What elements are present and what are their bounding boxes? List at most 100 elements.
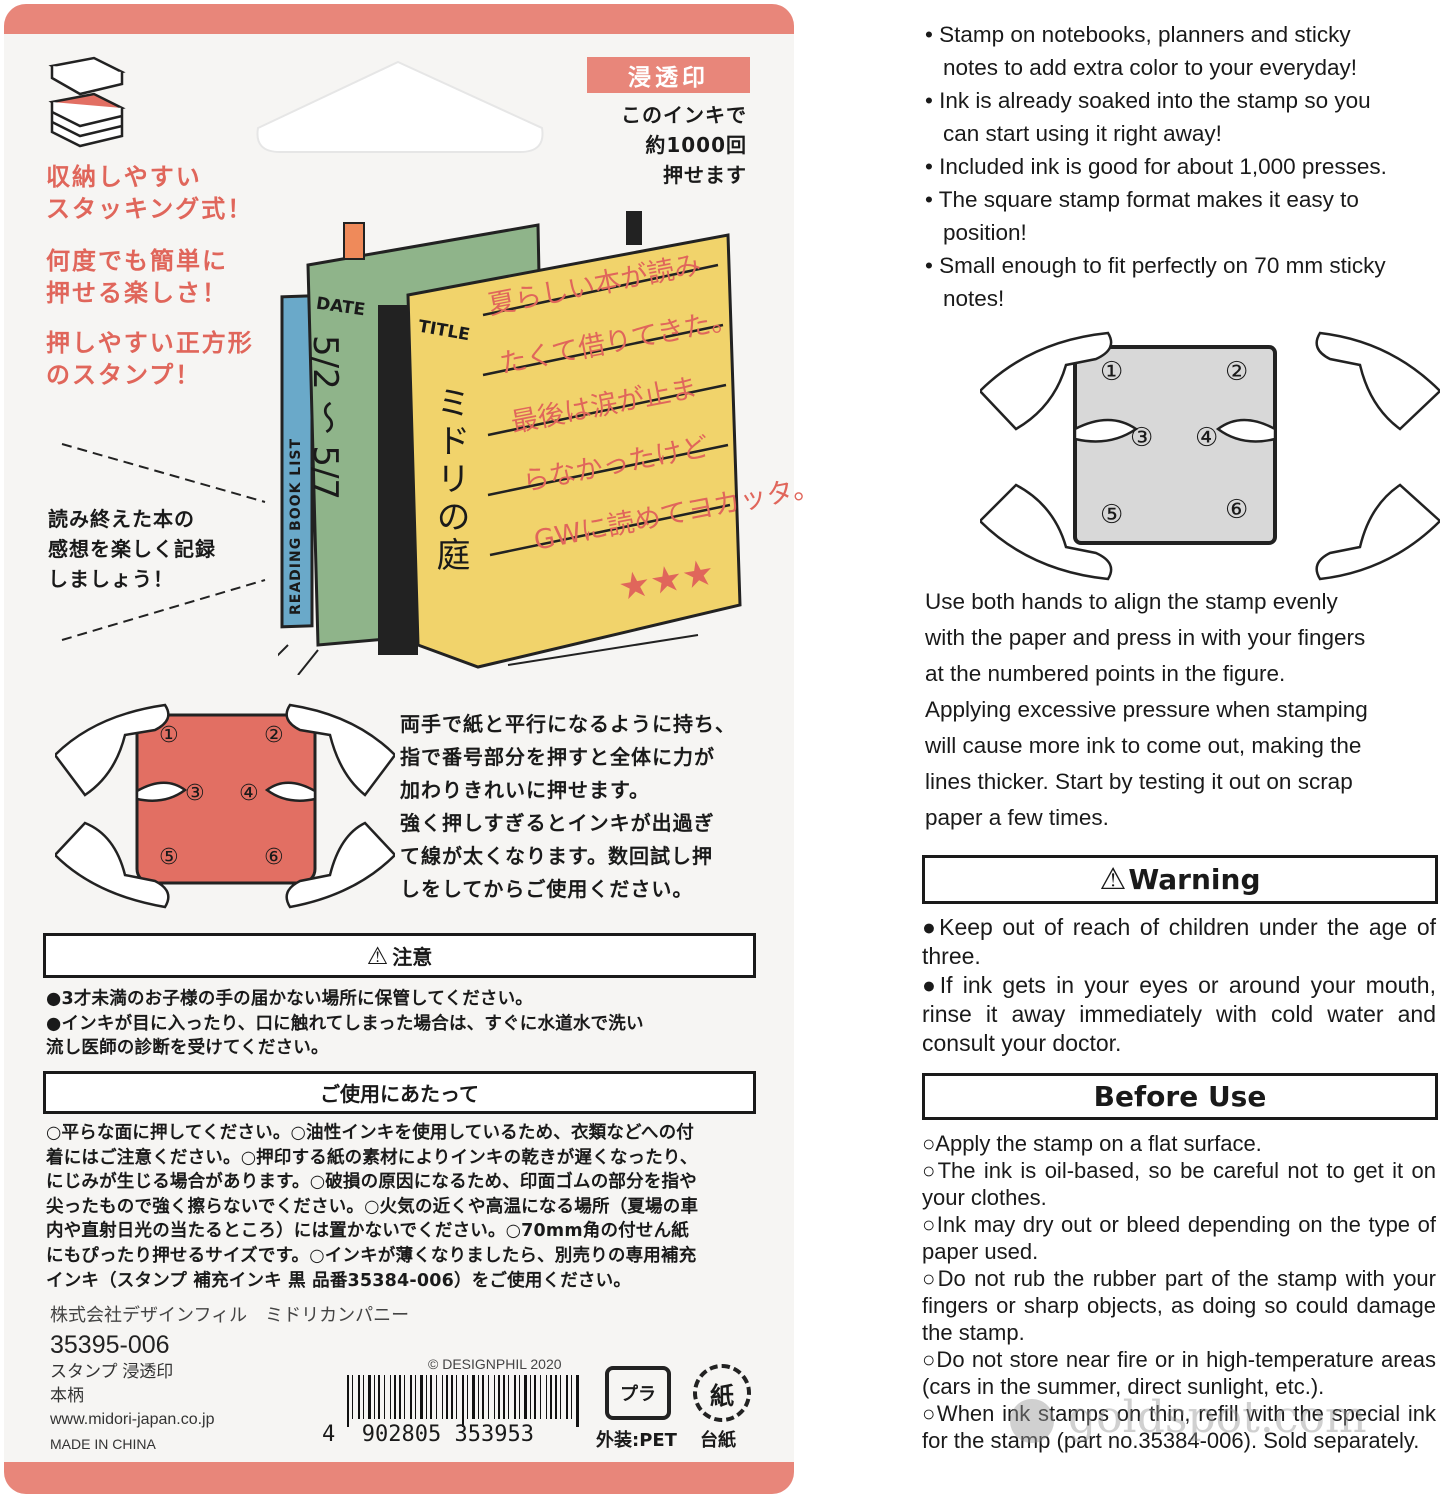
- barcode-bar: [503, 1375, 505, 1419]
- barcode-bar: [404, 1375, 405, 1419]
- record-note-line: 読み終えた本の: [48, 507, 195, 531]
- instruction-line: with the paper and press in with your fi…: [925, 625, 1366, 650]
- hands-gray-stamp-illustration: ① ② ③ ④ ⑤ ⑥: [980, 325, 1440, 583]
- barcode-bar: [446, 1375, 448, 1419]
- barcode-bar: [498, 1375, 500, 1419]
- warning-item: ●If ink gets in your eyes or around your…: [922, 972, 1436, 1056]
- watermark: goldspot.com: [1010, 1392, 1367, 1443]
- before-use-item: ○Ink may dry out or bleed depending on t…: [922, 1212, 1436, 1264]
- watermark-logo-icon: [1010, 1398, 1054, 1443]
- barcode-bar: [378, 1375, 380, 1419]
- caution-line: 流し医師の診断を受けてください。: [46, 1038, 329, 1059]
- dashed-lines: [61, 443, 266, 641]
- barcode-digit-first: 4: [322, 1422, 336, 1447]
- barcode-digits-right: 353953: [454, 1422, 534, 1447]
- record-note: 読み終えた本の 感想を楽しく記録 しましょう！: [48, 504, 216, 594]
- usage-step-line: 指で番号部分を押すと全体に力が: [400, 745, 715, 769]
- caution-text: ●3才未満のお子様の手の届かない場所に保管してください。 ●インキが目に入ったり…: [46, 987, 644, 1061]
- barcode-bar: [462, 1375, 464, 1427]
- ink-note: このインキで 約1000回 押せます: [621, 100, 747, 190]
- feature-bullets: • Stamp on notebooks, planners and stick…: [925, 18, 1387, 315]
- product-info: スタンプ 浸透印 本柄 www.midori-japan.co.jp MADE …: [50, 1360, 215, 1456]
- usage-step-line: 強く押しすぎるとインキが出過ぎ: [400, 811, 715, 835]
- barcode-bar: [410, 1375, 412, 1419]
- warning-text: ●Keep out of reach of children under the…: [922, 913, 1436, 1058]
- usage-line: 着にはご注意ください。○押印する紙の素材によりインキの乾きが遅くなったり、: [46, 1147, 698, 1168]
- hands-red-stamp-illustration: ① ② ③ ④ ⑤ ⑥: [55, 695, 395, 920]
- product-name: スタンプ 浸透印: [50, 1362, 174, 1381]
- feature-line: 何度でも簡単に: [46, 247, 228, 275]
- bullet-line: • Ink is already soaked into the stamp s…: [925, 88, 1371, 113]
- usage-line: ○平らな面に押してください。○油性インキを使用しているため、衣類などへの付: [46, 1123, 694, 1143]
- company-name: 株式会社デザインフィル ミドリカンパニー: [50, 1305, 410, 1325]
- caution-line: ●3才未満のお子様の手の届かない場所に保管してください。: [46, 989, 533, 1009]
- before-use-header: Before Use: [922, 1073, 1438, 1120]
- barcode-bar: [566, 1375, 568, 1419]
- barcode-bar: [555, 1375, 557, 1419]
- barcode-bar: [467, 1375, 468, 1419]
- barcode-bar: [394, 1375, 396, 1419]
- barcode-bar: [560, 1375, 561, 1419]
- barcode-bar: [530, 1375, 531, 1419]
- bullet-line: can start using it right away!: [943, 121, 1222, 146]
- instruction-line: paper a few times.: [925, 805, 1109, 830]
- product-pattern: 本柄: [50, 1386, 84, 1405]
- bullet-line: • The square stamp format makes it easy …: [925, 187, 1359, 212]
- barcode-bar: [451, 1375, 453, 1419]
- before-use-item: ○The ink is oil-based, so be careful not…: [922, 1158, 1436, 1210]
- paper-label: 台紙: [700, 1430, 736, 1451]
- barcode-bar: [478, 1375, 479, 1419]
- bullet-line: • Stamp on notebooks, planners and stick…: [925, 22, 1351, 47]
- warning-title: Warning: [1128, 863, 1261, 896]
- bullet-line: • Included ink is good for about 1,000 p…: [925, 154, 1387, 179]
- hang-hole: [256, 60, 544, 153]
- barcode-bar: [524, 1375, 527, 1419]
- barcode-bar: [436, 1375, 437, 1419]
- bullet-line: position!: [943, 220, 1027, 245]
- usage-steps-jp: 両手で紙と平行になるように持ち、 指で番号部分を押すと全体に力が 加わりきれいに…: [400, 708, 736, 906]
- warning-icon: ⚠: [1099, 862, 1127, 897]
- barcode-bar: [420, 1375, 423, 1419]
- top-band: [4, 4, 794, 34]
- press-point-2: ②: [264, 723, 284, 748]
- barcode-bar: [358, 1375, 360, 1419]
- before-use-item: ○Do not rub the rubber part of the stamp…: [922, 1266, 1436, 1345]
- ink-note-line: このインキで: [621, 103, 747, 127]
- feature-line: 押せる楽しさ！: [46, 279, 228, 307]
- caution-title: 注意: [392, 945, 433, 969]
- barcode-bar: [576, 1375, 579, 1427]
- warning-header: ⚠Warning: [922, 855, 1438, 904]
- bottom-band: [4, 1462, 794, 1494]
- before-use-item: ○When ink stamps on thin, refill with th…: [922, 1401, 1436, 1453]
- instruction-line: will cause more ink to come out, making …: [925, 733, 1362, 758]
- press-point-5: ⑤: [159, 845, 179, 870]
- usage-line: インキ（スタンプ 補充インキ 黒 品番35384-006）をご使用ください。: [46, 1270, 632, 1291]
- press-point-1: ①: [159, 723, 179, 748]
- barcode-bar: [347, 1375, 349, 1427]
- barcode-bar: [550, 1375, 552, 1419]
- barcode-bar: [399, 1375, 401, 1419]
- barcode-bar: [514, 1375, 516, 1419]
- ink-note-line: 約1000回: [645, 133, 747, 157]
- origin: MADE IN CHINA: [50, 1436, 156, 1452]
- watermark-text: goldspot.com: [1068, 1392, 1367, 1443]
- book-title: ミドリの庭: [430, 385, 470, 575]
- ink-note-line: 押せます: [663, 163, 747, 187]
- barcode-bar: [368, 1375, 371, 1419]
- instruction-line: Applying excessive pressure when stampin…: [925, 697, 1368, 722]
- barcode-bar: [540, 1375, 541, 1419]
- paper-recycle-icon: 紙: [693, 1364, 751, 1422]
- stacking-stamp-icon: [48, 56, 126, 148]
- instruction-line: at the numbered points in the figure.: [925, 661, 1286, 686]
- press-point-4: ④: [1195, 423, 1219, 453]
- feature-line: のスタンプ！: [46, 361, 202, 389]
- barcode-digits-left: 902805: [361, 1422, 442, 1447]
- barcode-bar: [415, 1375, 416, 1419]
- usage-step-line: しをしてからご使用ください。: [400, 877, 694, 901]
- bullet-line: notes to add extra color to your everyda…: [943, 55, 1357, 80]
- press-point-3: ③: [1130, 423, 1154, 453]
- instruction-line: lines thicker. Start by testing it out o…: [925, 769, 1353, 794]
- feature-line: スタッキング式！: [46, 195, 254, 223]
- barcode-bar: [494, 1375, 495, 1419]
- before-use-item: ○Do not store near fire or in high-tempe…: [922, 1347, 1436, 1399]
